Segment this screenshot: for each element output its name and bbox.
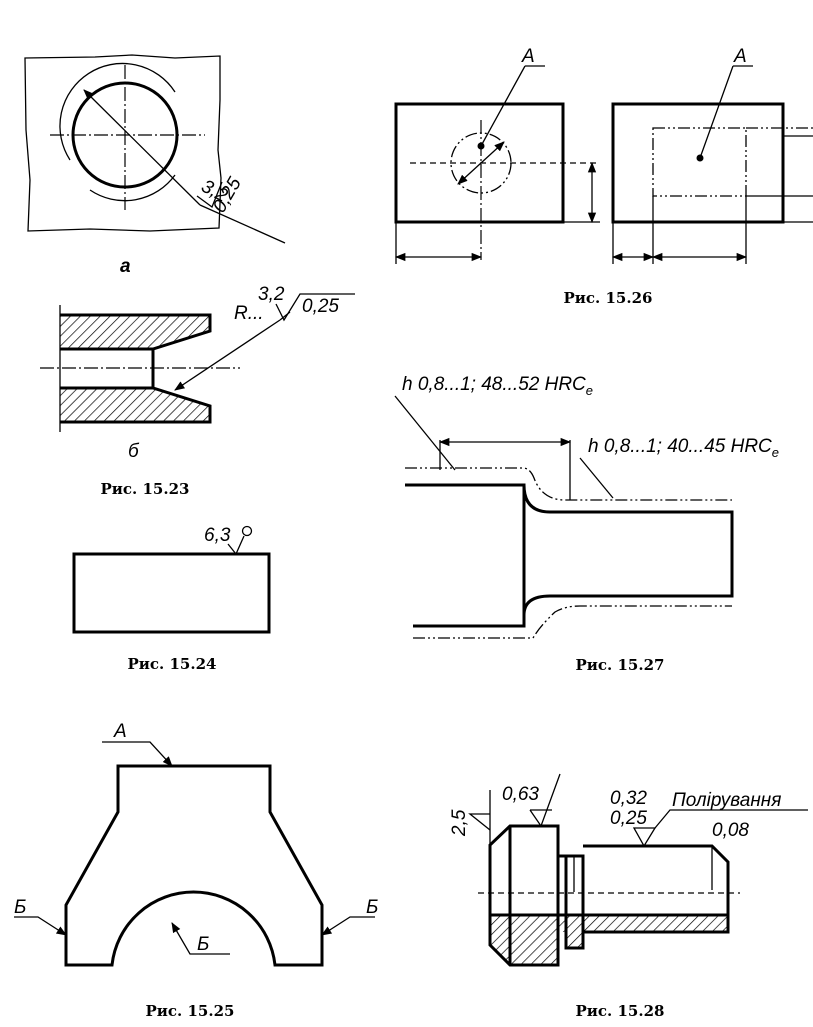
- area-phantom-rect: [652, 127, 747, 197]
- label-b: б: [128, 441, 140, 462]
- label-b-right: Б: [366, 897, 378, 918]
- caption-15-25: Рис. 15.25: [146, 1002, 235, 1020]
- radius-leader: [174, 319, 281, 391]
- note-polishing: Полірування: [672, 790, 781, 811]
- roughness-value: 6,3: [204, 525, 231, 546]
- caption-15-28: Рис. 15.28: [576, 1002, 665, 1020]
- note-1: h 0,8...1; 48...52 HRCe: [402, 374, 593, 398]
- hardened-zone-lower: [413, 605, 732, 639]
- shank-outline: [583, 844, 730, 934]
- fig-15-23b: R... 3,2 0,25 б: [40, 284, 355, 462]
- label-b-left: Б: [14, 897, 26, 918]
- leader-note-2: [579, 457, 614, 499]
- hatch-section: [490, 915, 728, 965]
- caption-15-23: Рис. 15.23: [101, 480, 190, 498]
- roughness-shelf: [199, 204, 286, 244]
- bushing-upper-outline: [60, 313, 212, 351]
- leader-a-right: [699, 65, 753, 159]
- note-2-main: h 0,8...1; 40...45 HRC: [588, 436, 772, 457]
- leader-b-arc: [171, 922, 230, 955]
- leader-b-left: [14, 916, 67, 936]
- surface-arc-lower: [89, 174, 176, 202]
- label-a-right: А: [733, 46, 747, 67]
- rough-mid-symbol: [529, 773, 561, 828]
- label-a: а: [120, 256, 131, 277]
- part-rectangle: [72, 552, 271, 634]
- caption-15-27: Рис. 15.27: [576, 656, 665, 674]
- radius-label: R...: [234, 303, 264, 324]
- note-2: h 0,8...1; 40...45 HRCe: [588, 436, 779, 460]
- leader-a: [102, 741, 173, 767]
- rough-left-value: 2,5: [449, 809, 470, 837]
- roughness-symbol: [196, 181, 223, 209]
- diameter-leader: [83, 89, 201, 206]
- roughness-value-b: 3,2: [258, 284, 285, 305]
- part-outline-jagged: [24, 54, 222, 232]
- groove-outline: [558, 854, 585, 950]
- rough-right-symbol: [632, 827, 657, 848]
- rough-right-top: 0,32: [610, 788, 647, 809]
- note-1-main: h 0,8...1; 48...52 HRC: [402, 374, 586, 395]
- caption-15-24: Рис. 15.24: [128, 655, 217, 673]
- fig-15-28: 2,5 0,63 0,32 0,25 Полірування 0,08: [449, 773, 808, 967]
- caption-15-26: Рис. 15.26: [564, 289, 653, 307]
- label-a: А: [113, 721, 127, 742]
- fig-15-23a: 3,2 0,25 а: [24, 54, 286, 277]
- label-b-arc: Б: [197, 934, 209, 955]
- roughness-cutoff-b: 0,25: [302, 296, 339, 317]
- note-1-sub: e: [586, 383, 593, 398]
- rough-right-shelf: [654, 809, 808, 829]
- label-a-left: А: [521, 46, 535, 67]
- shaft-outline: [405, 483, 734, 628]
- fig-15-24: 6,3: [72, 525, 271, 634]
- note-value: 0,08: [712, 820, 749, 841]
- leader-a-left: [480, 65, 545, 147]
- rough-right-bottom: 0,25: [610, 808, 647, 829]
- rough-mid-value: 0,63: [502, 784, 539, 805]
- fig-15-27: h 0,8...1; 48...52 HRCe h 0,8...1; 40...…: [394, 374, 779, 639]
- part-right: [611, 102, 785, 224]
- no-removal-circle: [241, 525, 253, 537]
- fig-15-25: А Б Б Б: [14, 721, 378, 967]
- leader-note-1: [394, 395, 456, 471]
- leader-b-right: [321, 916, 375, 936]
- part-outline: [64, 764, 324, 967]
- fig-15-26: А А: [394, 46, 813, 264]
- roughness-symbol-b: [275, 293, 355, 322]
- rough-left-symbol: [468, 813, 491, 831]
- surface-arc-outer: [59, 62, 176, 161]
- hole-diameter: [457, 141, 505, 185]
- bushing-lower-outline: [60, 386, 212, 424]
- hardened-zone-upper: [405, 467, 732, 501]
- note-2-sub: e: [772, 445, 779, 460]
- roughness-symbol: [227, 535, 245, 556]
